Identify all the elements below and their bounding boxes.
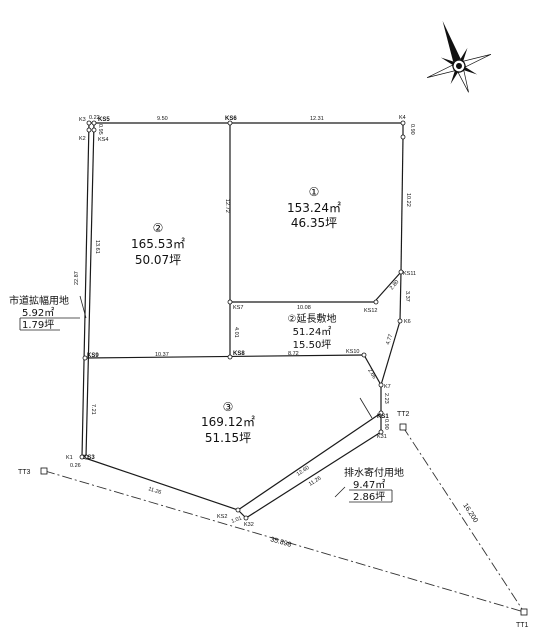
lot-2-area-m2: 165.53㎡ <box>131 237 185 251</box>
point-k4: K4 <box>399 115 406 121</box>
point-k2: K2 <box>79 136 86 142</box>
dim-left-outer: 22.87 <box>74 271 80 285</box>
drain-land-area-tsubo: 2.86坪 <box>353 490 385 503</box>
boundary-points <box>40 120 528 616</box>
dim-ks6-k4: 12.31 <box>310 116 324 122</box>
road-widening-label: 市道拡幅用地 5.92㎡ 1.79坪 <box>9 294 80 331</box>
point-ks5: KS5 <box>98 117 110 123</box>
dim-k4-top: 0.90 <box>409 124 415 135</box>
point-k1: K1 <box>66 455 73 461</box>
point-k32: K32 <box>244 522 254 528</box>
lot-3-label: ③ 169.12㎡ 51.15坪 <box>201 400 255 445</box>
lot-3-area-tsubo: 51.15坪 <box>205 431 251 445</box>
dim-k1-ks3: 0.26 <box>70 463 81 469</box>
driveway-title: ②延長敷地 <box>288 312 337 325</box>
dim-ks9-ks8: 10.37 <box>155 352 169 358</box>
lot-3-number: ③ <box>223 400 234 414</box>
driveway-label: ②延長敷地 51.24㎡ 15.50坪 <box>288 312 337 351</box>
point-ks12: KS12 <box>364 308 377 314</box>
dim-k2-k3: 0.95 <box>97 124 103 135</box>
dim-left-lower: 7.21 <box>90 404 96 415</box>
driveway-area-m2: 51.24㎡ <box>293 326 332 338</box>
dim-k3-ks5: 0.22 <box>89 115 100 121</box>
dim-ks1-k31: 0.90 <box>383 419 389 430</box>
point-ks11: KS11 <box>403 271 416 277</box>
point-ks2: KS2 <box>217 514 227 520</box>
lot-1-area-tsubo: 46.35坪 <box>291 216 337 230</box>
point-ks7: KS7 <box>233 305 243 311</box>
point-k31: K31 <box>377 434 387 440</box>
dim-k7-ks1: 2.23 <box>383 393 389 404</box>
point-ks9: KS9 <box>87 353 99 359</box>
dim-ks5-ks6: 9.50 <box>157 116 168 122</box>
point-ks3: KS3 <box>83 455 95 461</box>
dim-tt3-tt1: 35.898 <box>269 536 292 549</box>
point-labels: K3 KS5 K2 KS4 KS6 K4 KS11 KS12 KS7 K6 KS… <box>18 115 529 629</box>
dim-ks1-ks2: 12.60 <box>296 465 311 478</box>
lot-2-area-tsubo: 50.07坪 <box>135 253 181 267</box>
dim-ks11-k6: 3.37 <box>404 291 410 302</box>
driveway-area-tsubo: 15.50坪 <box>293 338 332 351</box>
lot-boundaries <box>81 122 404 519</box>
point-k6: K6 <box>404 319 411 325</box>
compass-rose-icon <box>426 20 492 93</box>
dim-ks6-ks7: 12.72 <box>224 199 230 213</box>
drain-land-area-m2: 9.47㎡ <box>353 479 385 491</box>
dim-ks11-ks12: 2.80 <box>389 279 400 291</box>
point-ks10: KS10 <box>346 349 359 355</box>
lot-1-area-m2: 153.24㎡ <box>287 201 341 215</box>
road-widening-title: 市道拡幅用地 <box>9 294 69 307</box>
point-ks1: KS1 <box>377 414 389 420</box>
point-k7: K7 <box>384 384 391 390</box>
dim-k6-k7: 4.77 <box>385 334 394 346</box>
lot-2-label: ② 165.53㎡ 50.07坪 <box>131 221 185 267</box>
dim-ks7-ks12: 10.08 <box>297 305 311 311</box>
dim-ks3-ks2: 11.26 <box>147 486 162 496</box>
survey-lines <box>44 295 525 613</box>
point-ks6: KS6 <box>225 116 237 122</box>
drain-land-title: 排水寄付用地 <box>344 466 404 479</box>
point-ks8: KS8 <box>233 351 245 357</box>
point-tt1: TT1 <box>516 622 529 629</box>
point-tt2: TT2 <box>397 411 410 418</box>
dim-ks7-ks8: 4.01 <box>233 327 239 338</box>
lot-1-label: ① 153.24㎡ 46.35坪 <box>287 185 341 230</box>
dim-left-upper: 13.61 <box>94 240 100 254</box>
dim-k4-ks11: 10.22 <box>405 193 411 207</box>
point-tt3: TT3 <box>18 469 31 476</box>
dim-ks8-ks10: 8.72 <box>288 351 299 357</box>
point-ks4: KS4 <box>98 137 108 143</box>
dimension-labels: 0.22 9.50 12.31 0.90 0.95 13.61 22.87 7.… <box>70 115 479 549</box>
lot-3-area-m2: 169.12㎡ <box>201 415 255 429</box>
drain-land-label: 排水寄付用地 9.47㎡ 2.86坪 <box>344 466 404 503</box>
lot-1-number: ① <box>309 185 320 199</box>
dim-ks10-k7: 2.66 <box>366 368 377 380</box>
lot-2-number: ② <box>153 221 164 235</box>
point-k3: K3 <box>79 117 86 123</box>
dim-ks2-k32: 1.01 <box>231 516 243 525</box>
road-widening-area-tsubo: 1.79坪 <box>22 318 54 331</box>
road-widening-area-m2: 5.92㎡ <box>22 307 54 319</box>
